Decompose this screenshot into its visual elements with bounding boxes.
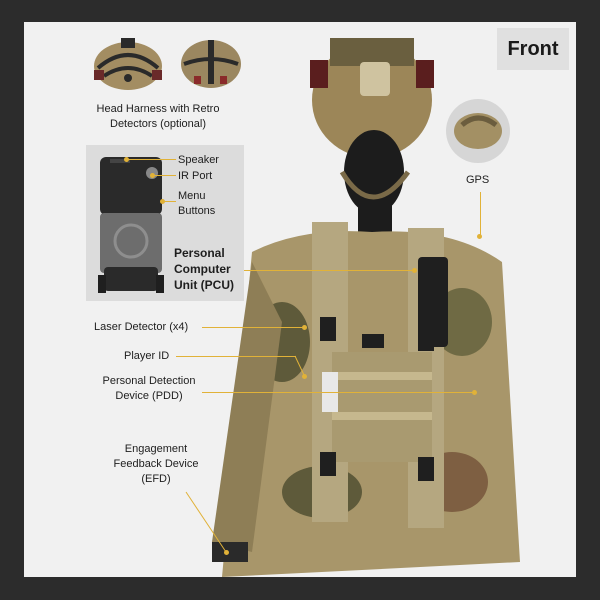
pcu-leader <box>244 270 412 271</box>
pcu-label: Personal Computer Unit (PCU) <box>174 246 234 293</box>
mannequin-image <box>212 38 520 577</box>
pdd-label: Personal Detection Device (PDD) <box>102 375 196 402</box>
gps-puck-image <box>446 99 510 163</box>
pcu-panel: Speaker IR Port Menu Buttons Personal Co… <box>86 145 244 301</box>
menu-buttons-label: Menu Buttons <box>178 190 216 217</box>
player-id-leader <box>176 356 296 357</box>
ir-port-label: IR Port <box>178 170 213 182</box>
efd-leader <box>185 491 227 553</box>
menu-buttons-leader-dot <box>160 199 165 204</box>
pdd-leader <box>202 392 472 393</box>
head-harness-label: Head Harness with Retro Detectors (optio… <box>96 103 220 130</box>
player-id-leader-dot <box>302 374 307 379</box>
head-harness-image-right <box>181 40 241 88</box>
pcu-leader-dot <box>412 268 417 273</box>
speaker-leader-dot <box>124 157 129 162</box>
laser-detector-label: Laser Detector (x4) <box>94 321 189 333</box>
figure-frame: Head Harness with Retro Detectors (optio… <box>24 22 576 577</box>
player-id-label: Player ID <box>124 350 170 362</box>
head-harness-image-left <box>94 38 162 90</box>
gps-leader <box>480 192 481 238</box>
pdd-leader-dot <box>472 390 477 395</box>
ir-port-leader <box>154 175 176 176</box>
laser-detector-leader-dot <box>302 325 307 330</box>
pcu-device-image <box>98 157 164 293</box>
menu-buttons-leader <box>164 201 176 202</box>
player-id-leader-diag <box>294 355 305 376</box>
speaker-label: Speaker <box>178 154 219 166</box>
ir-port-leader-dot <box>150 173 155 178</box>
efd-label: Engagement Feedback Device (EFD) <box>113 443 199 485</box>
efd-leader-dot <box>224 550 229 555</box>
front-badge: Front <box>497 28 569 70</box>
gps-label: GPS <box>466 174 490 186</box>
speaker-leader <box>128 159 176 160</box>
gps-leader-dot <box>477 234 482 239</box>
laser-detector-leader <box>202 327 302 328</box>
